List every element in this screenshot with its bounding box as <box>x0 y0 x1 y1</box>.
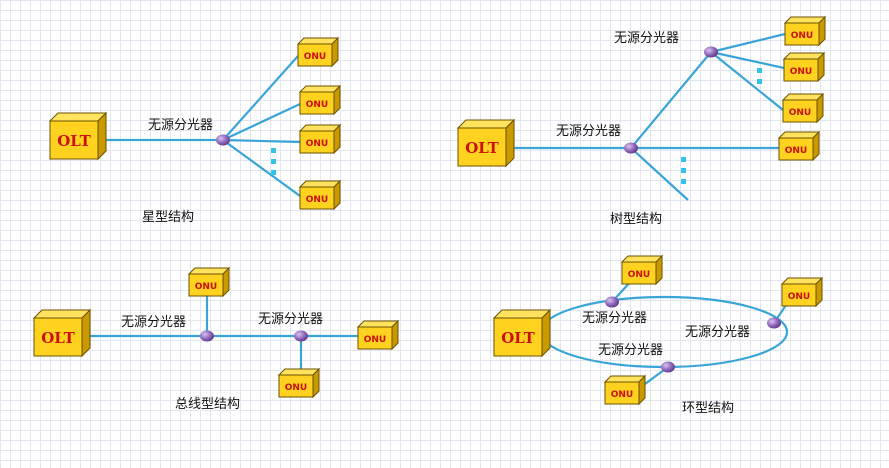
fiber-line <box>710 32 786 54</box>
fiber-line <box>222 138 301 144</box>
fiber-line <box>630 51 712 149</box>
olt-label: OLT <box>465 139 499 157</box>
splitter-label: 无源分光器 <box>598 343 663 358</box>
onu-device: ONU <box>781 92 825 124</box>
onu-device: ONU <box>187 266 231 298</box>
onu-device: ONU <box>298 123 342 155</box>
bus-topology: OLT ONU ONU ONU 无源分光器 无源分光器 总线型结构 <box>32 266 400 412</box>
fiber-line <box>630 147 689 201</box>
fiber-line <box>710 51 784 111</box>
onu-device: ONU <box>777 130 821 162</box>
olt-label: OLT <box>501 329 535 347</box>
onu-device: ONU <box>298 179 342 211</box>
onu-device: ONU <box>298 84 342 116</box>
onu-device: ONU <box>783 15 827 47</box>
fiber-line <box>222 55 299 141</box>
fiber-line <box>222 103 301 141</box>
ellipsis-dots <box>681 68 762 184</box>
splitter-node <box>624 142 638 154</box>
olt-device: OLT <box>492 308 552 358</box>
onu-label: ONU <box>611 390 634 400</box>
olt-label: OLT <box>57 132 91 150</box>
olt-label: OLT <box>41 329 75 347</box>
onu-label: ONU <box>285 383 308 393</box>
ellipsis-dots <box>271 148 276 175</box>
olt-device: OLT <box>48 111 108 161</box>
onu-device: ONU <box>603 374 647 406</box>
star-topology: OLT ONU ONU ONU ONU 无源分光器 星型结构 <box>48 36 342 225</box>
onu-label: ONU <box>306 139 329 149</box>
onu-device: ONU <box>782 51 826 83</box>
splitter-node <box>200 330 214 342</box>
splitter-node <box>767 317 781 329</box>
caption-bus: 总线型结构 <box>175 397 240 412</box>
fiber-line <box>222 139 301 197</box>
splitter-label: 无源分光器 <box>614 31 679 46</box>
onu-device: ONU <box>356 319 400 351</box>
onu-label: ONU <box>195 282 218 292</box>
splitter-label: 无源分光器 <box>556 124 621 139</box>
onu-label: ONU <box>628 270 651 280</box>
splitter-label: 无源分光器 <box>121 315 186 330</box>
fiber-line <box>710 50 785 70</box>
splitter-label: 无源分光器 <box>685 325 750 340</box>
splitter-label: 无源分光器 <box>258 312 323 327</box>
onu-label: ONU <box>789 108 812 118</box>
onu-device: ONU <box>620 254 664 286</box>
splitter-node <box>661 361 675 373</box>
ring-topology: OLT ONU ONU ONU 无源分光器 无源分光器 无源分光器 环型结构 <box>492 254 824 416</box>
onu-label: ONU <box>790 67 813 77</box>
splitter-node <box>704 46 718 58</box>
splitter-node <box>216 134 230 146</box>
splitter-node <box>605 296 619 308</box>
onu-device: ONU <box>277 367 321 399</box>
onu-device: ONU <box>780 276 824 308</box>
splitter-node <box>294 330 308 342</box>
caption-ring: 环型结构 <box>682 401 734 416</box>
onu-label: ONU <box>788 292 811 302</box>
onu-device: ONU <box>296 36 340 68</box>
tree-topology: OLT ONU ONU ONU ONU 无源分光器 无 <box>456 15 827 227</box>
onu-label: ONU <box>785 146 808 156</box>
splitter-label: 无源分光器 <box>148 118 213 133</box>
onu-label: ONU <box>364 335 387 345</box>
olt-device: OLT <box>32 308 92 358</box>
onu-label: ONU <box>791 31 814 41</box>
caption-tree: 树型结构 <box>610 212 662 227</box>
splitter-label: 无源分光器 <box>582 311 647 326</box>
onu-label: ONU <box>304 52 327 62</box>
fiber-ring <box>539 295 789 369</box>
olt-device: OLT <box>456 118 516 168</box>
onu-label: ONU <box>306 195 329 205</box>
onu-label: ONU <box>306 100 329 110</box>
caption-star: 星型结构 <box>142 210 194 225</box>
